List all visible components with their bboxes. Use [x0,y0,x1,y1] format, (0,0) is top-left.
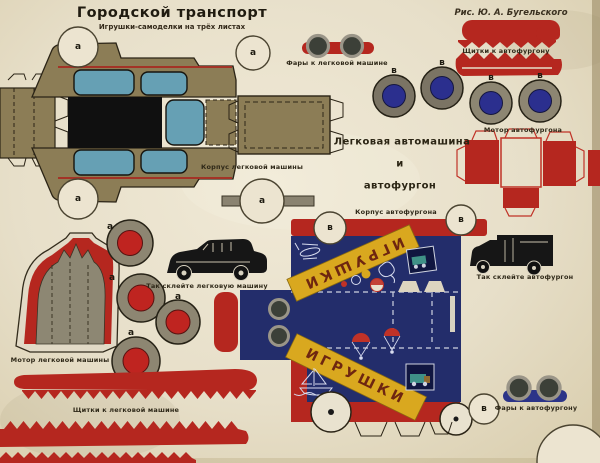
label-car-shields: Щитки к легковой машине [72,406,180,414]
van-motor-template [456,128,600,217]
tab-letter-van: в [458,215,464,225]
artist-credit: Рис. Ю. А. Бугельского [454,8,568,18]
heading-line-3: автофургон [363,180,437,192]
car-body-template [0,26,237,220]
label-van-shields: Щитки к автофургону [462,47,550,55]
tab-letter-van: в [391,66,397,76]
tab-letter-car: а [174,292,182,302]
heading-line-1: Легковая автомашина [333,136,471,148]
toy-sketch [378,261,395,284]
tab-letter-van: в [537,71,543,81]
car-headlights-piece [302,33,374,59]
tab-letter-car: а [74,194,82,204]
label-car-body: Корпус легковой машины [200,163,304,171]
page-title: Городской транспорт [76,5,268,21]
car-assembly-illustration [167,239,267,281]
side-window-upper [405,245,438,275]
car-shields-pieces [0,369,257,463]
label-van-body: Корпус автофургона [355,208,437,216]
tab-letter-car: а [74,42,82,52]
tab-letter-car: а [127,328,135,338]
van-wheels [372,66,562,125]
van-headlights-piece [503,375,567,402]
tab-letter-car: а [106,222,114,232]
parachute-sketch [351,328,401,360]
label-van-headlights: Фары к автофургону [494,404,578,412]
tab-letter-van: в [439,58,445,68]
tab-letter-van: в [488,73,494,83]
car-motor-template [15,232,120,353]
corner-tab-circle [536,424,600,463]
plane-sketch [294,242,321,260]
tab-letter-car: а [108,273,116,283]
label-car-motor: Мотор легковой машины [10,356,110,364]
label-car-headlights: Фары к легковой машине [286,59,388,67]
label-van-motor: Мотор автофургона [483,126,563,134]
heading-line-2: и [396,158,404,170]
tab-letter-car: а [249,48,257,58]
label-car-assembly: Так склейте легковую машину [146,282,268,290]
tab-letter-van: в [327,223,333,233]
van-body-template [214,204,500,437]
label-van-assembly: Так склейте автофургон [476,273,574,281]
car-underbody-template [221,35,344,224]
car-wheels [106,219,201,386]
side-window-lower [405,363,435,391]
tab-letter-van: в [481,404,487,414]
tab-letter-car: а [258,196,266,206]
van-shields-pieces [455,20,562,76]
page-subtitle: Игрушки-самоделки на трёх листах [98,23,246,31]
van-assembly-illustration [470,235,553,276]
